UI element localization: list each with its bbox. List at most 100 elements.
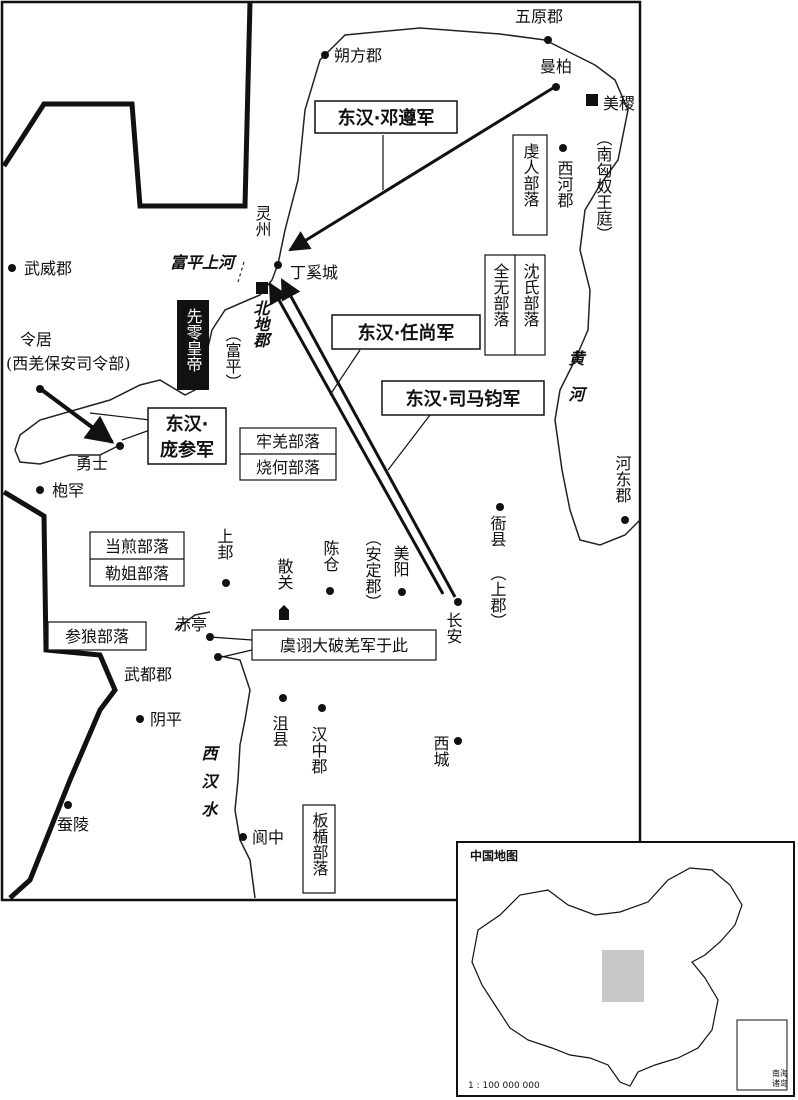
dot-wuwei (8, 264, 16, 272)
dot-chencang (326, 587, 334, 595)
arrow-pang (40, 388, 115, 444)
box-qianren: 虔人部落 (512, 134, 548, 236)
boundary-line-north (1, 1, 253, 209)
box-shaohe-text: 烧何部落 (256, 458, 320, 477)
box-canlang: 参狼部落 (47, 621, 147, 651)
label-xicheng: 西城 (431, 735, 450, 768)
dot-manbo (552, 83, 560, 91)
label-changan: 长安 (444, 612, 463, 644)
box-denghui-text: 东汉·邓遵军 (338, 107, 435, 129)
box-yuxu: 虞诩大破羌军于此 (251, 629, 437, 661)
box-lejie-text: 勒姐部落 (105, 564, 169, 583)
label-nanxiongnu: （南匈奴王庭） (594, 130, 613, 242)
label-huanghe: 黄河 (566, 350, 585, 422)
label-wuyuan: 五原郡 (515, 7, 563, 26)
label-canling: 蚕陵 (57, 815, 89, 834)
dot-shanggui (222, 579, 230, 587)
box-quanwu-shenshi: 全无部落 沈氏部落 (484, 254, 546, 356)
label-wuwei: 武威郡 (24, 259, 72, 278)
box-denghui: 东汉·邓遵军 (314, 100, 458, 134)
arrow-deng (288, 86, 554, 252)
label-fuping: （富平） (223, 326, 242, 390)
inset-title: 中国地图 (470, 848, 518, 863)
dot-canling (64, 801, 72, 809)
label-baohan: 枹罕 (52, 481, 84, 500)
label-yaxian: 衙县 (488, 515, 507, 547)
box-xianling-text: 先零皇帝 (184, 308, 203, 372)
box-banshun: 板楯部落 (302, 804, 336, 894)
box-dangjian-text: 当煎部落 (105, 537, 169, 556)
dot-yaxian (496, 503, 504, 511)
dot-hedong (621, 516, 629, 524)
dot-baohan (36, 486, 44, 494)
xihan-river (214, 654, 256, 899)
callout-pang-1 (89, 412, 151, 421)
label-hanzhong: 汉中郡 (309, 726, 328, 774)
label-dingxi: 丁奚城 (290, 263, 338, 282)
label-lingzhou: 灵州 (253, 205, 272, 237)
label-lingju-note: (西羌保安司令部) (6, 354, 131, 373)
box-sima-text: 东汉·司马钧军 (406, 388, 521, 410)
dot-yinping (136, 715, 144, 723)
label-chiting: 赤亭 (175, 615, 207, 634)
label-hedong: 河东郡 (613, 455, 632, 503)
dot-hanzhong (318, 704, 326, 712)
dot-meiyang (398, 588, 406, 596)
label-sanguan: 散关 (275, 558, 294, 590)
label-juxian: 沮县 (270, 715, 289, 747)
callout-ren (329, 349, 361, 396)
dot-changan (454, 598, 462, 606)
label-shanggui: 上邽 (215, 528, 234, 560)
label-fuping-shanghe: 富平上河 (170, 253, 237, 272)
label-chencang: 陈仓 (321, 540, 340, 572)
label-shangjun: （上郡） (488, 565, 507, 629)
box-shenshi-text: 沈氏部落 (521, 263, 540, 327)
dot-dingxi (274, 261, 282, 269)
dot-juxian (279, 694, 287, 702)
boundary-line-west (2, 489, 118, 900)
box-banshun-text: 板楯部落 (310, 812, 329, 876)
box-sima: 东汉·司马钧军 (381, 380, 545, 416)
label-xihe: 西河郡 (555, 160, 574, 208)
inset-south-sea-box (736, 1019, 788, 1091)
label-langzhong: 阆中 (252, 828, 284, 847)
label-shuofang: 朔方郡 (334, 46, 382, 65)
square-meiji (586, 94, 598, 106)
dashed-route (237, 261, 245, 283)
label-xihanshui: 西汉水 (199, 745, 218, 829)
box-laoqiang-text: 牢羌部落 (256, 432, 320, 451)
inset-china-outline (471, 867, 743, 1087)
callout-pang-2 (121, 429, 151, 441)
square-beidi (256, 282, 268, 294)
label-wudu: 武都郡 (124, 665, 172, 684)
dot-shuofang (321, 51, 329, 59)
river-chiting (174, 611, 211, 631)
dot-xicheng (454, 737, 462, 745)
label-meiji: 美稷 (603, 94, 635, 113)
dot-lingju (36, 385, 44, 393)
callout-yuxu-1 (209, 636, 253, 641)
dot-chiting (206, 633, 214, 641)
box-laoqiang-shaohe: 牢羌部落 烧何部落 (239, 427, 337, 481)
box-pangcan-text1: 东汉· (166, 413, 209, 435)
map-frame (0, 0, 642, 902)
label-manbo: 曼柏 (540, 57, 572, 76)
yellow-river (277, 27, 641, 546)
box-xianling: 先零皇帝 (177, 300, 209, 390)
dot-langzhong (239, 833, 247, 841)
label-yinping: 阴平 (150, 710, 182, 729)
pass-icon (279, 605, 289, 620)
label-beidi: 北地郡 (251, 300, 270, 348)
box-dangjian-lejie: 当煎部落 勒姐部落 (89, 531, 185, 587)
callout-yuxu-2 (221, 649, 253, 658)
box-yuxu-text: 虞诩大破羌军于此 (280, 636, 408, 655)
inset-highlight-area (602, 950, 644, 1002)
river-tributary-west (14, 263, 279, 465)
label-yongshi: 勇士 (76, 454, 108, 473)
dot-yongshi (116, 442, 124, 450)
box-quanwu-text: 全无部落 (491, 263, 510, 327)
box-canlang-text: 参狼部落 (65, 627, 129, 646)
city-dots (8, 36, 629, 841)
box-renshang-text: 东汉·任尚军 (358, 322, 455, 344)
